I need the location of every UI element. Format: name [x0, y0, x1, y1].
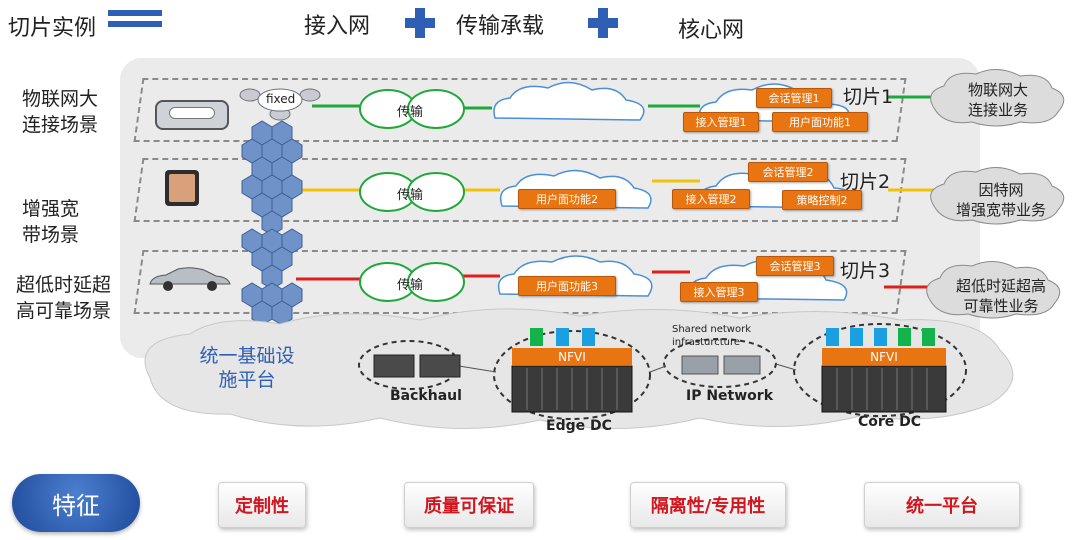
scenario-label-urllc: 超低时延超高可靠场景	[16, 274, 112, 322]
edge-dc-label: Edge DC	[546, 418, 612, 434]
feature-isolation: 隔离性/专用性	[630, 482, 786, 528]
slice-1-access-mgmt: 接入管理1	[683, 112, 759, 132]
feature-unified-platform: 统一平台	[864, 482, 1020, 528]
core-dc-label: Core DC	[858, 414, 922, 430]
slice-1-session-mgmt: 会话管理1	[756, 88, 832, 108]
sensor-meter-icon	[155, 100, 229, 130]
backhaul-label: Backhaul	[390, 388, 462, 404]
transport-label-3: 传输	[397, 278, 424, 293]
core-nfvi-bar: NFVI	[822, 348, 946, 365]
slice-1-label: 切片1	[843, 86, 894, 108]
slice-3-label: 切片3	[840, 260, 891, 282]
slice-2-user-plane: 用户面功能2	[518, 189, 616, 209]
plus-icon	[405, 8, 435, 38]
slice-2-session-mgmt: 会话管理2	[748, 162, 828, 182]
slice-2-label: 切片2	[840, 171, 891, 193]
transport-label-2: 传输	[397, 188, 424, 203]
header-access-network: 接入网	[304, 14, 371, 39]
feature-qos-guarantee: 质量可保证	[404, 482, 534, 528]
tablet-device-icon	[165, 170, 199, 206]
slice-3-access-mgmt: 接入管理3	[680, 282, 758, 302]
menu-bars-icon	[108, 10, 162, 34]
service-embb: 因特网增强宽带业务	[955, 181, 1046, 219]
service-urllc: 超低时延超高可靠性业务	[955, 277, 1046, 315]
slice-2-access-mgmt: 接入管理2	[672, 189, 750, 209]
plus-icon	[588, 8, 618, 38]
scenario-label-embb: 增强宽带场景	[22, 198, 80, 246]
transport-label-1: 传输	[397, 105, 424, 120]
features-title: 特征	[12, 474, 140, 532]
slice-1-user-plane: 用户面功能1	[772, 112, 868, 132]
car-icon	[149, 267, 231, 291]
edge-nfvi-bar: NFVI	[512, 348, 632, 365]
header-transport: 传输承载	[456, 14, 545, 39]
ip-network-label: IP Network	[686, 388, 774, 404]
feature-customization: 定制性	[218, 482, 306, 528]
slice-3-user-plane: 用户面功能3	[518, 276, 616, 296]
fixed-access-label: fixed	[266, 92, 296, 106]
scenario-label-iot: 物联网大连接场景	[22, 88, 99, 136]
slice-2-policy-control: 策略控制2	[782, 190, 862, 210]
page-title: 切片实例	[8, 16, 97, 41]
slice-3-session-mgmt: 会话管理3	[756, 256, 834, 276]
header-core-network: 核心网	[678, 18, 745, 43]
infra-platform-label: 统一基础设施平台	[199, 345, 295, 391]
service-iot: 物联网大连接业务	[967, 81, 1028, 119]
